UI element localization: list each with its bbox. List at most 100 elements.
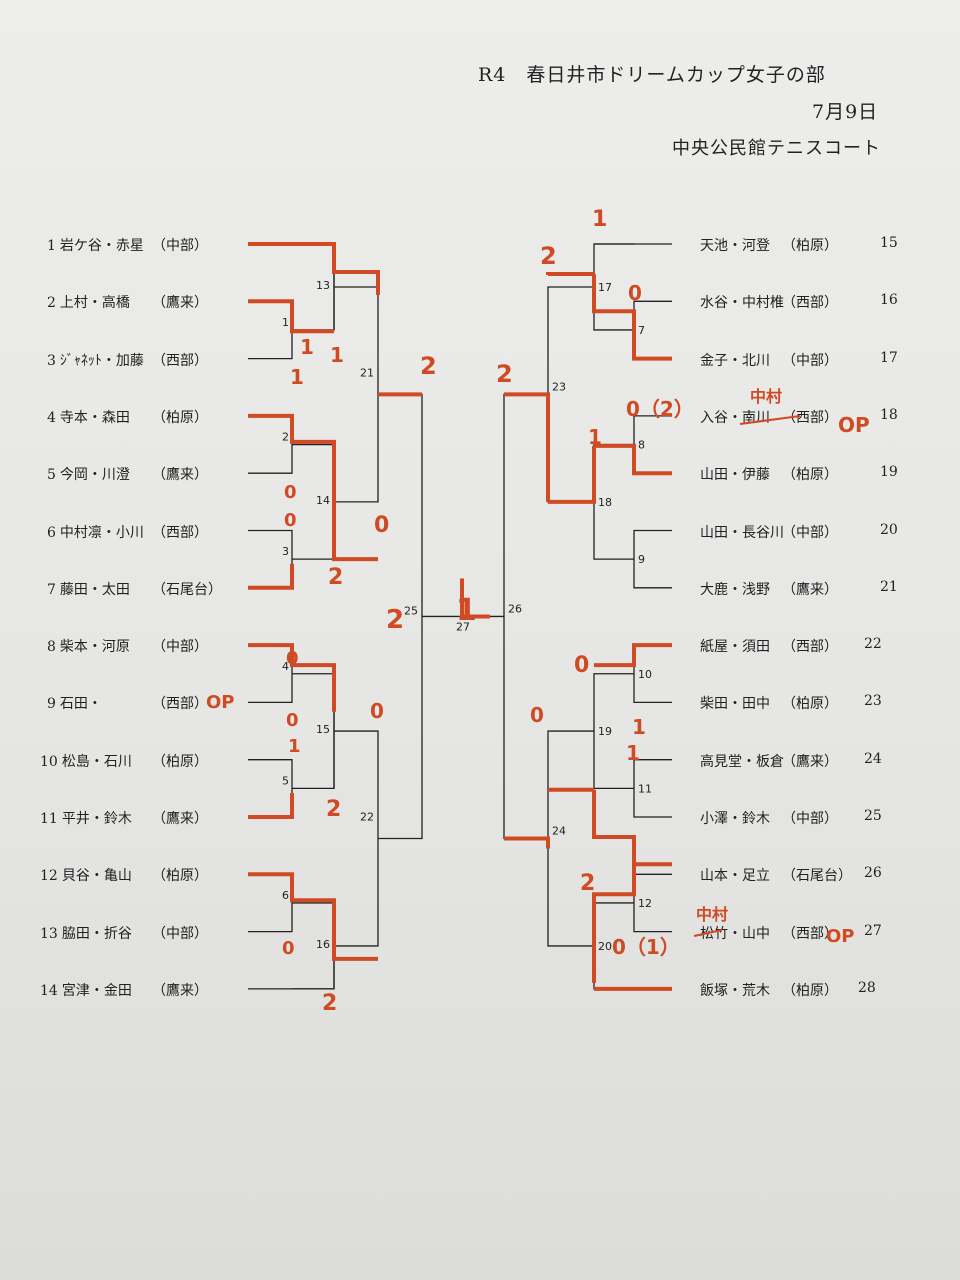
club-name: （鷹来）	[152, 467, 208, 484]
score-annotation: 中村	[750, 387, 782, 406]
score-annotation: 2	[322, 991, 337, 1016]
score-annotation: 1	[456, 593, 477, 628]
match-number: 7	[638, 324, 645, 337]
winner-path	[548, 445, 596, 504]
score-annotation: 1	[626, 741, 640, 765]
player-names: 金子・北川	[700, 352, 770, 369]
player-names: 高見堂・板倉	[700, 753, 784, 770]
match-number: 11	[638, 782, 652, 795]
winner-path	[248, 793, 294, 819]
match-number: 19	[598, 725, 612, 738]
player-names: 藤田・太田	[59, 581, 130, 598]
seed-number: 19	[880, 464, 898, 481]
player-row: 松竹・山中（西部）	[700, 923, 838, 943]
match-number: 22	[360, 810, 374, 823]
player-names: 岩ケ谷・赤星	[59, 238, 144, 254]
seed-number: 18	[880, 406, 898, 423]
match-number: 3	[282, 545, 289, 558]
score-annotation: 2	[386, 605, 404, 635]
winner-path	[592, 274, 672, 361]
player-names: 山田・長谷川	[700, 524, 784, 541]
match-number: 25	[404, 604, 418, 617]
score-annotation: 0	[284, 482, 297, 503]
score-annotation: 0	[574, 653, 589, 678]
club-name: （柏原）	[782, 696, 838, 713]
player-row: 山田・長谷川（中部）	[700, 522, 838, 542]
club-name: （柏原）	[782, 238, 838, 254]
seed-number: 11	[40, 811, 58, 827]
player-row: 紙屋・須田（西部）	[700, 636, 838, 656]
winner-path	[248, 643, 336, 712]
player-names: 今岡・川澄	[59, 467, 130, 484]
club-name: （柏原）	[152, 409, 208, 426]
match-number: 16	[316, 938, 330, 951]
player-row: 山田・伊藤（柏原）	[700, 464, 838, 484]
seed-number: 20	[880, 521, 898, 538]
winner-path	[504, 392, 550, 502]
player-names: 山本・足立	[700, 868, 770, 885]
player-names: 寺本・森田	[59, 409, 130, 426]
match-number: 15	[316, 723, 330, 736]
club-name: （柏原）	[152, 753, 208, 770]
club-name: （鷹来）	[152, 811, 208, 827]
seed-number: 4	[47, 409, 56, 426]
seed-number: 8	[47, 639, 56, 656]
match-number: 5	[282, 774, 289, 787]
club-name: （中部）	[782, 811, 838, 827]
club-name: （柏原）	[782, 467, 838, 484]
match-number: 26	[508, 602, 522, 615]
match-number: 9	[638, 553, 645, 566]
score-annotation: 2	[580, 871, 595, 896]
player-row: 柴田・田中 （柏原）	[700, 693, 838, 713]
player-names: ｼﾞｬﾈｯﾄ・加藤	[59, 352, 144, 369]
player-names: 宮津・金田	[61, 982, 132, 999]
seed-number: 15	[880, 235, 898, 251]
seed-number: 24	[864, 750, 882, 767]
club-name: （中部）	[152, 925, 208, 942]
score-annotation: 2	[420, 352, 437, 380]
seed-number: 5	[47, 467, 56, 484]
player-names: 水谷・中村椎	[700, 295, 784, 312]
score-annotation: 0	[286, 710, 299, 731]
match-number: 23	[552, 380, 566, 393]
match-number: 8	[638, 439, 645, 452]
strike-mark	[693, 929, 723, 937]
score-annotation: OP	[206, 692, 235, 713]
score-annotation: 2	[326, 797, 341, 822]
club-name: （鷹来）	[152, 982, 208, 999]
match-line-5	[248, 759, 293, 818]
score-annotation: 0	[370, 699, 384, 723]
seed-number: 27	[864, 922, 882, 939]
winner-path	[546, 272, 594, 276]
player-names: 天池・河登	[700, 238, 770, 254]
player-row: 金子・北川（中部）	[700, 350, 838, 370]
score-annotation: 中村	[696, 905, 728, 924]
seed-number: 13	[40, 925, 58, 942]
player-names: 中村凛・小川	[59, 524, 144, 541]
match-number: 20	[598, 940, 612, 953]
winner-path	[248, 299, 334, 334]
seed-number: 25	[864, 808, 882, 824]
score-annotation: 0（1）	[612, 935, 680, 959]
player-names: 紙屋・須田	[700, 639, 770, 656]
player-names: 脇田・折谷	[61, 925, 132, 942]
seed-number: 10	[40, 753, 58, 770]
club-name: （西部）	[152, 696, 208, 713]
seed-number: 22	[864, 636, 882, 653]
seed-number: 9	[47, 696, 56, 713]
player-row: 高見堂・板倉（鷹来）	[700, 751, 838, 771]
match-line-6	[248, 873, 293, 933]
club-name: （鷹来）	[152, 295, 208, 312]
player-names: 柴田・田中	[700, 696, 770, 713]
club-name: （西部）	[152, 524, 208, 541]
club-name: （西部）	[782, 409, 838, 426]
match-line-26	[503, 393, 548, 840]
match-line-24	[547, 730, 594, 947]
